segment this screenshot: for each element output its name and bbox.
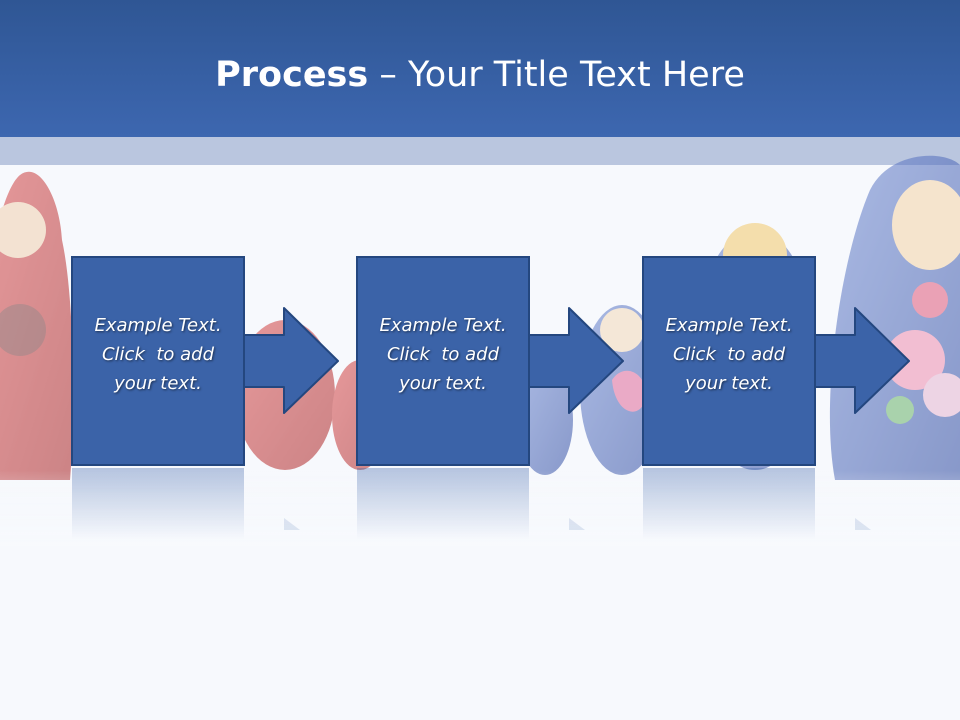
step-text-1[interactable]: Example Text. Click to add your text. (72, 311, 244, 398)
step-text-line: Click to add (672, 344, 785, 365)
title-bar (0, 0, 960, 137)
shape-reflections (72, 468, 871, 540)
slide-title[interactable]: Process – Your Title Text Here (0, 50, 960, 100)
step-text-line: Example Text. (379, 315, 507, 336)
step-box-3[interactable] (642, 256, 816, 466)
title-bold-part: Process (215, 55, 369, 95)
step-text-line: your text. (685, 373, 773, 394)
title-regular-part: – Your Title Text Here (368, 55, 745, 95)
step-text-line: Click to add (101, 344, 214, 365)
step-text-line: Example Text. (94, 315, 222, 336)
step-text-line: Click to add (386, 344, 499, 365)
arrow-step-3[interactable] (810, 307, 910, 414)
step-text-3[interactable]: Example Text. Click to add your text. (643, 311, 815, 398)
title-underline-band (0, 137, 960, 165)
step-text-2[interactable]: Example Text. Click to add your text. (357, 311, 529, 398)
step-box-2[interactable] (356, 256, 530, 466)
arrow-step-2[interactable] (524, 307, 624, 414)
arrow-step-1[interactable] (239, 307, 339, 414)
step-text-line: your text. (399, 373, 487, 394)
step-text-line: your text. (114, 373, 202, 394)
step-text-line: Example Text. (665, 315, 793, 336)
step-box-1[interactable] (71, 256, 245, 466)
